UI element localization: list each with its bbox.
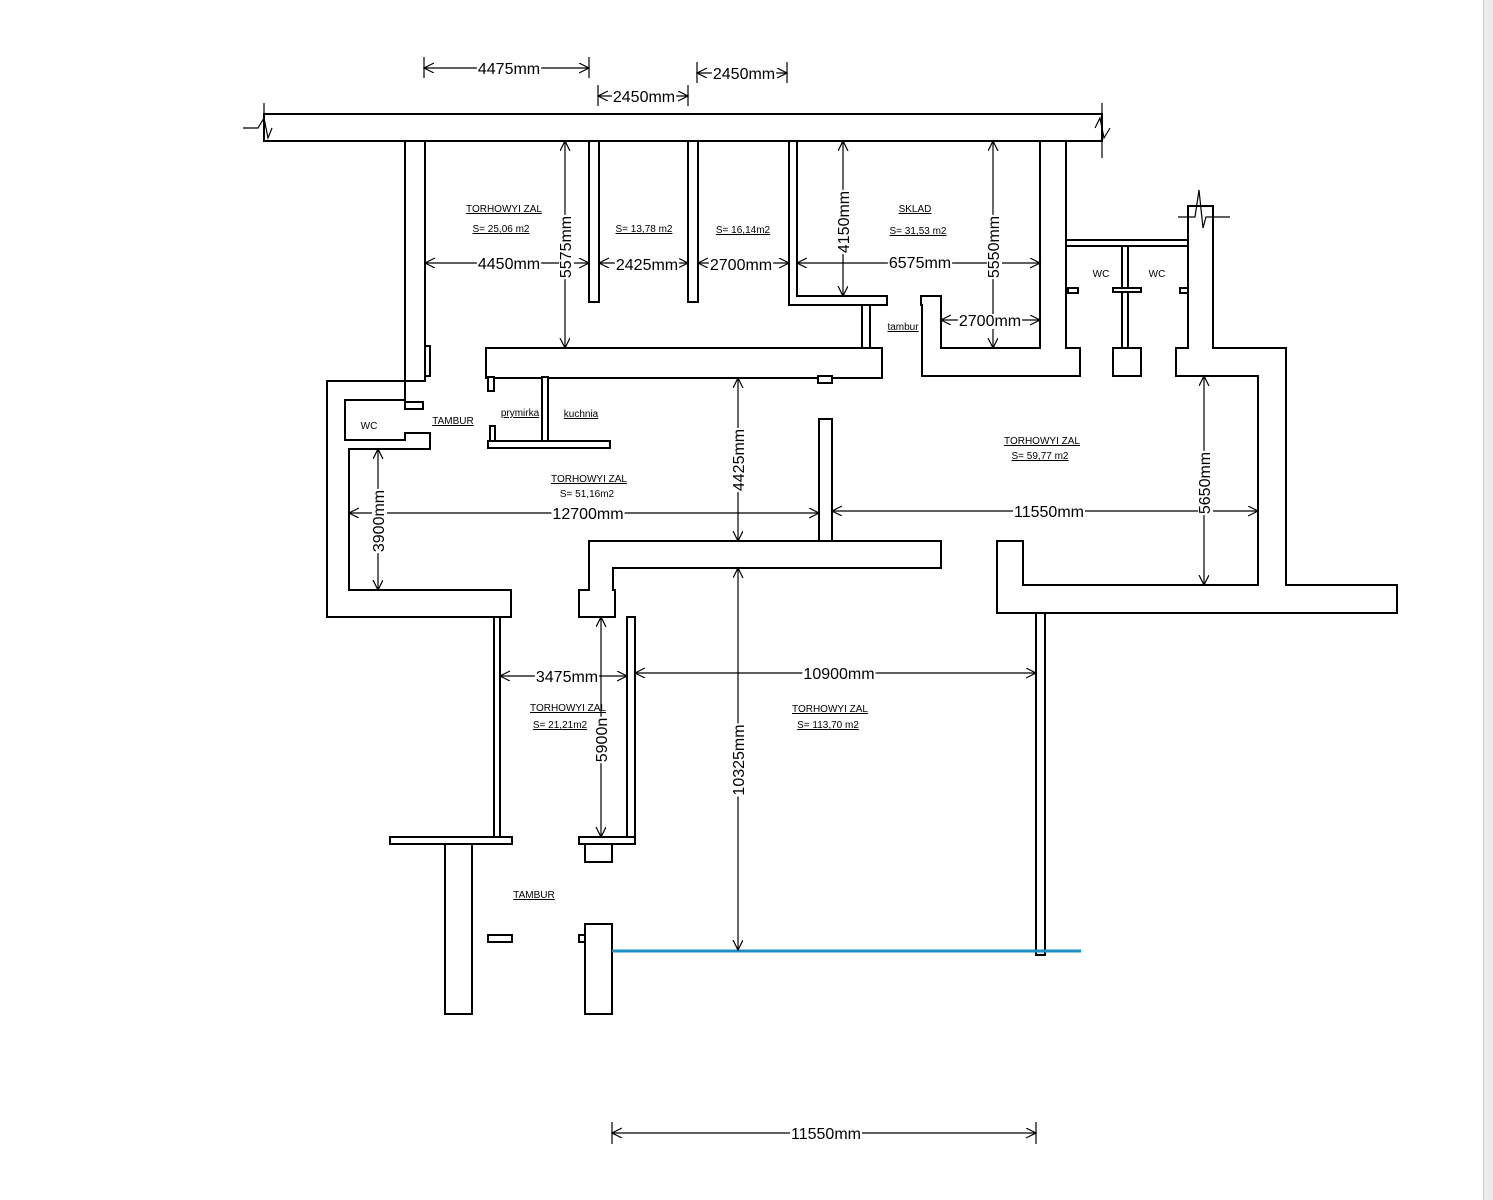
zal-right-name: TORHOWYI ZAL bbox=[1004, 436, 1080, 447]
zal-mid-name: TORHOWYI ZAL bbox=[551, 474, 627, 485]
tambur-top-label: tambur bbox=[887, 322, 919, 333]
partition-1 bbox=[588, 140, 600, 303]
zal-big-area: S= 113,70 m2 bbox=[797, 720, 859, 731]
zal-small-area: S= 21,21m2 bbox=[533, 720, 588, 731]
dim-4425: 4425mm bbox=[731, 429, 748, 491]
dim-5550: 5550mm bbox=[986, 216, 1003, 278]
small-zal-right-wall bbox=[626, 616, 636, 839]
dim-10325: 10325mm bbox=[731, 724, 748, 795]
window-edge bbox=[1483, 0, 1493, 1200]
dimension-labels: 4475mm 2450mm 2450mm 4450mm 2425mm 2700m… bbox=[371, 61, 1214, 1143]
right-wall bbox=[996, 205, 1398, 614]
dim-2450-b: 2450mm bbox=[713, 66, 775, 83]
room-1-name: TORHOWYI ZAL bbox=[466, 204, 542, 215]
dim-5900: 5900n bbox=[594, 718, 611, 763]
sklad-name: SKLAD bbox=[899, 204, 932, 215]
tambur-left-wall bbox=[444, 843, 473, 1015]
dim-3475: 3475mm bbox=[536, 669, 598, 686]
dim-4450: 4450mm bbox=[478, 256, 540, 273]
wc-stub bbox=[1112, 347, 1142, 377]
central-wall bbox=[578, 540, 942, 618]
kuchnia-label: kuchnia bbox=[564, 409, 599, 420]
dim-10900: 10900mm bbox=[803, 666, 874, 683]
dim-12700: 12700mm bbox=[552, 506, 623, 523]
room-3-area: S= 16,14m2 bbox=[716, 225, 771, 236]
corridor-wall bbox=[485, 347, 883, 379]
prymirka-label: prymirka bbox=[501, 408, 540, 419]
left-exterior-wall bbox=[326, 380, 512, 618]
dim-3900: 3900mm bbox=[371, 490, 388, 552]
dim-11550-b: 11550mm bbox=[791, 1126, 861, 1143]
small-zal-left-wall bbox=[493, 616, 501, 839]
tambur-bottom-label: TAMBUR bbox=[513, 890, 554, 901]
dim-6575: 6575mm bbox=[889, 255, 951, 272]
room-labels: TORHOWYI ZAL S= 25,06 m2 S= 13,78 m2 S= … bbox=[361, 204, 1166, 901]
partition-2 bbox=[687, 140, 699, 303]
wall-left-upper bbox=[404, 140, 426, 382]
tambur-right-wall bbox=[584, 923, 613, 1015]
room-1-area: S= 25,06 m2 bbox=[473, 224, 530, 235]
dim-2450-a: 2450mm bbox=[613, 89, 675, 106]
wc-divider bbox=[1121, 245, 1129, 350]
zal-big-name: TORHOWYI ZAL bbox=[792, 704, 868, 715]
prymirka-wall bbox=[541, 376, 549, 442]
wc-label-b: WC bbox=[1149, 269, 1166, 280]
central-pillar bbox=[818, 418, 833, 542]
dim-2425: 2425mm bbox=[616, 257, 678, 274]
room-2-area: S= 13,78 m2 bbox=[616, 224, 673, 235]
sklad-wall-left bbox=[788, 140, 888, 306]
dim-5650: 5650mm bbox=[1197, 452, 1214, 514]
break-mark-wc bbox=[1178, 189, 1230, 229]
dim-11550-a: 11550mm bbox=[1014, 504, 1084, 521]
dim-5575: 5575mm bbox=[558, 216, 575, 278]
sklad-area: S= 31,53 m2 bbox=[890, 226, 947, 237]
dim-2700-a: 2700mm bbox=[710, 257, 772, 274]
zal-right-area: S= 59,77 m2 bbox=[1012, 451, 1069, 462]
zal-small-name: TORHOWYI ZAL bbox=[530, 703, 606, 714]
top-exterior-wall bbox=[263, 113, 1103, 142]
dim-2700-b: 2700mm bbox=[959, 313, 1021, 330]
big-zal-right-wall bbox=[1035, 612, 1046, 956]
walls bbox=[243, 103, 1398, 1015]
sklad-post bbox=[861, 304, 871, 350]
dim-4150: 4150mm bbox=[836, 191, 853, 253]
tambur-left-label: TAMBUR bbox=[432, 416, 473, 427]
zal-mid-area: S= 51,16m2 bbox=[560, 489, 615, 500]
wc-label-c: WC bbox=[361, 421, 378, 432]
dim-4475: 4475mm bbox=[478, 61, 540, 78]
wc-label-a: WC bbox=[1093, 269, 1110, 280]
